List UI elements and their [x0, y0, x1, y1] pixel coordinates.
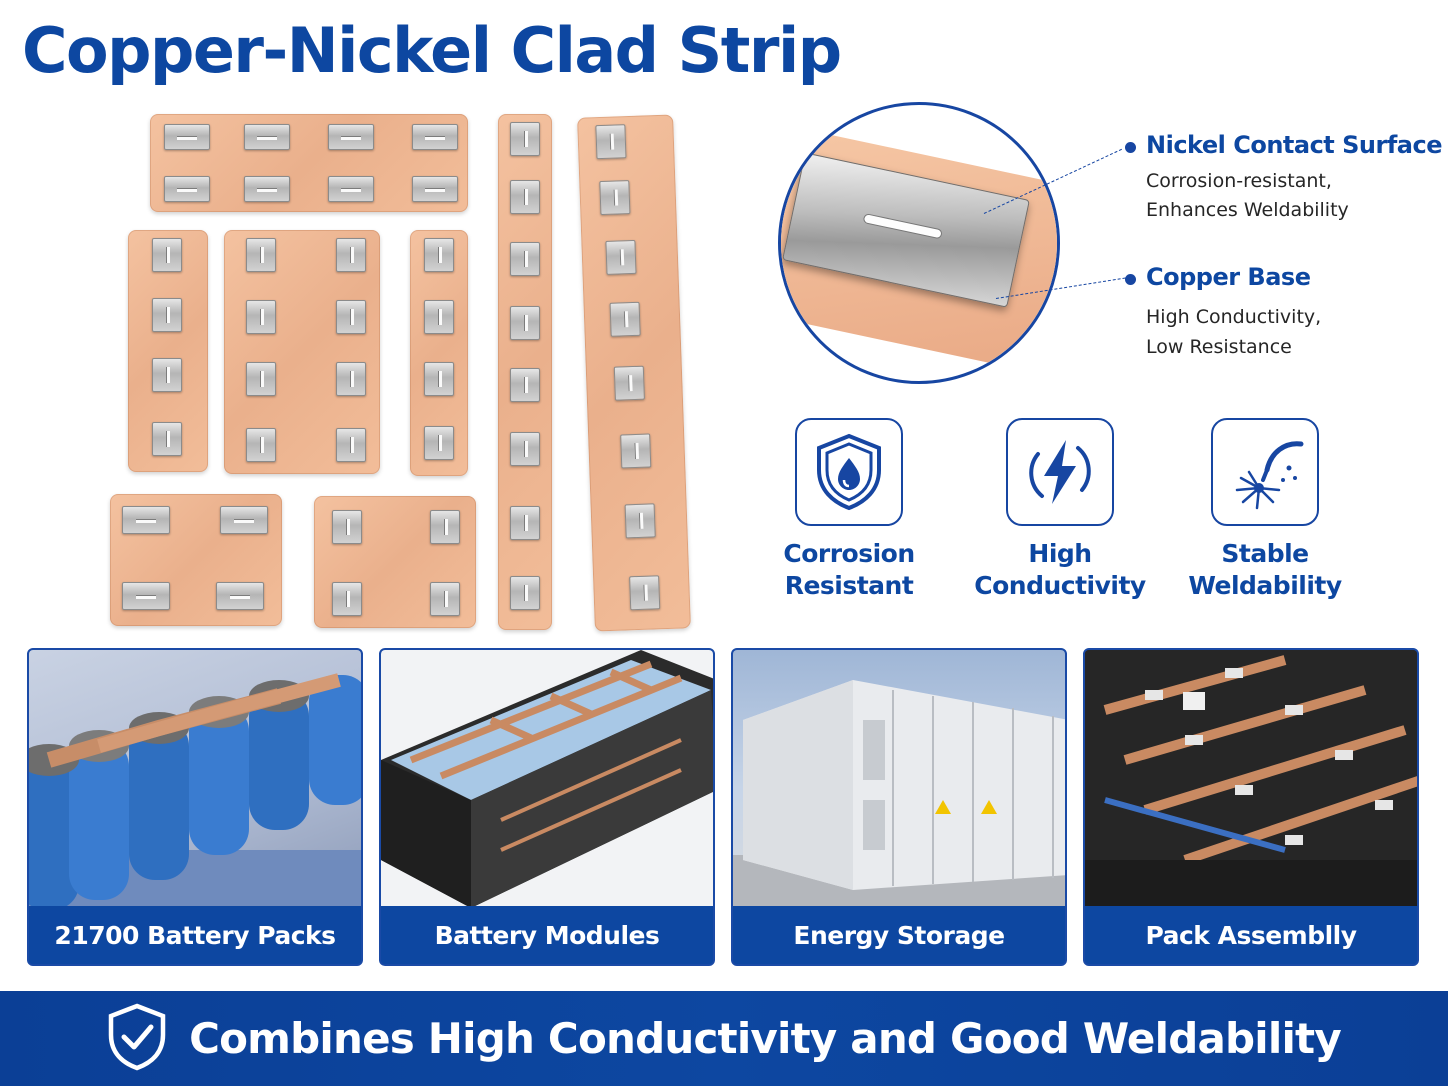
feature-stable-weldability: Stable Weldability: [1175, 418, 1355, 602]
copper-callout-line-2: Low Resistance: [1146, 336, 1292, 358]
copper-callout-line-1: High Conductivity,: [1146, 306, 1322, 328]
application-label: Battery Modules: [381, 906, 713, 964]
battery-cells-image: [29, 650, 361, 908]
nickel-leader-dot: [1125, 142, 1136, 153]
application-label: Energy Storage: [733, 906, 1065, 964]
clad-strip-plate: [128, 230, 208, 472]
feature-corrosion-resistant: Corrosion Resistant: [759, 418, 939, 602]
clad-strip-plate: [410, 230, 468, 476]
nickel-callout-title: Nickel Contact Surface: [1146, 131, 1442, 159]
clad-strip-plate: [224, 230, 380, 474]
nickel-callout-line-2: Enhances Weldability: [1146, 199, 1349, 221]
feature-high-conductivity: High Conductivity: [970, 418, 1150, 602]
feature-label: Stable Weldability: [1188, 539, 1342, 600]
application-label: Pack Assemblly: [1085, 906, 1417, 964]
feature-label: Corrosion Resistant: [783, 539, 915, 600]
shield-check-icon: [107, 1003, 167, 1075]
application-card: Battery Modules: [379, 648, 715, 966]
battery-module-image: [381, 650, 713, 908]
application-label: 21700 Battery Packs: [29, 906, 361, 964]
copper-callout-title: Copper Base: [1146, 263, 1311, 291]
clad-strip-products-image: [100, 110, 700, 635]
application-card: Energy Storage: [731, 648, 1067, 966]
energy-storage-container-image: [733, 650, 1065, 908]
pack-assembly-image: [1085, 650, 1417, 908]
copper-leader-dot: [1125, 274, 1136, 285]
application-card: 21700 Battery Packs: [27, 648, 363, 966]
bottom-banner: Combines High Conductivity and Good Weld…: [0, 991, 1448, 1086]
application-card: Pack Assemblly: [1083, 648, 1419, 966]
banner-text: Combines High Conductivity and Good Weld…: [189, 1014, 1342, 1063]
feature-label: High Conductivity: [974, 539, 1146, 600]
lightning-bolt-icon: [1006, 418, 1114, 526]
detail-zoom-circle: [778, 102, 1060, 384]
welding-torch-icon: [1211, 418, 1319, 526]
shield-droplet-icon: [795, 418, 903, 526]
clad-strip-plate: [314, 496, 476, 628]
clad-strip-long: [498, 114, 552, 630]
clad-strip-long: [577, 114, 691, 632]
page-title: Copper-Nickel Clad Strip: [22, 14, 842, 87]
clad-strip-plate: [150, 114, 468, 212]
nickel-callout-line-1: Corrosion-resistant,: [1146, 170, 1332, 192]
clad-strip-plate: [110, 494, 282, 626]
